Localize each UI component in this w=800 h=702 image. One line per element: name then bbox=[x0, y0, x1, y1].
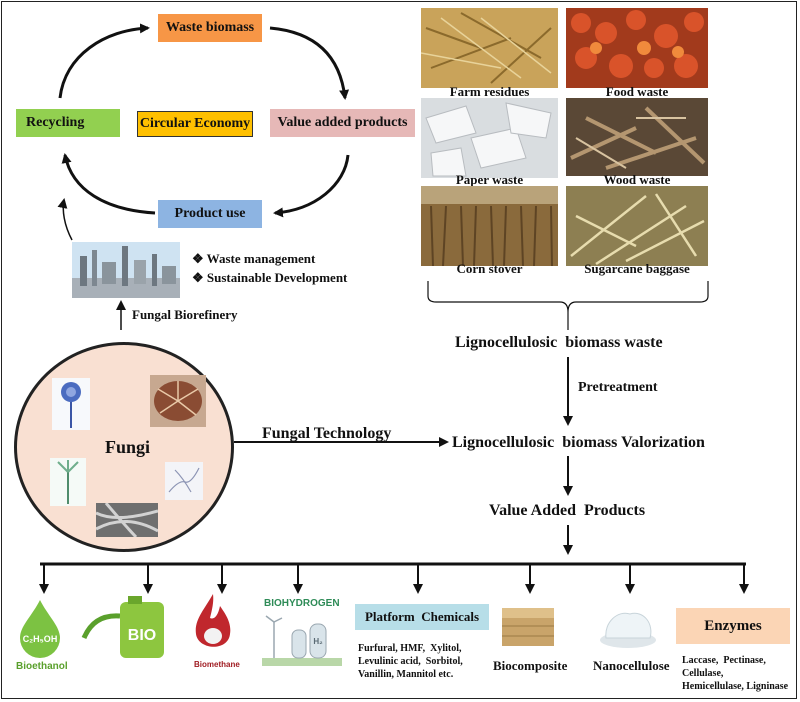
cycle-arrow-products-to-use bbox=[273, 154, 350, 218]
platform-chemicals-list: Furfural, HMF, Xylitol, Levulinic acid, … bbox=[358, 643, 463, 680]
refinery-image bbox=[72, 242, 180, 298]
biomethane-icon bbox=[190, 592, 236, 658]
svg-text:C₂H₅OH: C₂H₅OH bbox=[23, 634, 58, 644]
circular-economy-box: Circular Economy bbox=[137, 111, 253, 137]
farm-residues-image bbox=[421, 8, 558, 88]
biocomposite-label: Biocomposite bbox=[493, 658, 568, 673]
value-added-products-box: Value added products bbox=[270, 109, 415, 137]
wood-waste-caption: Wood waste bbox=[603, 172, 671, 187]
bioethanol-icon: C₂H₅OH bbox=[14, 598, 66, 658]
cycle-arrow-recycling-to-waste bbox=[58, 23, 150, 99]
bioethanol-label: Bioethanol bbox=[16, 661, 68, 672]
bullet-waste-management: ❖ Waste management bbox=[192, 251, 316, 266]
platform-chemicals-box: Platform Chemicals bbox=[355, 604, 489, 630]
enzymes-box: Enzymes bbox=[676, 608, 790, 644]
arrow-refinery-to-cycle bbox=[57, 198, 73, 241]
valorization-label: Lignocellulosic biomass Valorization bbox=[452, 434, 705, 451]
bullet-sustainable-development: ❖ Sustainable Development bbox=[192, 270, 348, 285]
food-waste-caption: Food waste bbox=[605, 84, 669, 99]
value-added-products-label: Value Added Products bbox=[489, 502, 646, 519]
paper-waste-image bbox=[421, 98, 558, 178]
cycle-arrow-use-to-recycling bbox=[61, 153, 156, 215]
biodiesel-pump-icon: BIO bbox=[80, 594, 170, 662]
product-use-box: Product use bbox=[158, 200, 262, 228]
enzymes-list: Laccase, Pectinase, Cellulase, Hemicellu… bbox=[682, 655, 789, 692]
fungi-label: Fungi bbox=[105, 437, 151, 457]
corn-stover-caption: Corn stover bbox=[456, 261, 523, 276]
biomethane-label: Biomethane bbox=[194, 660, 240, 669]
fungus-image-blue bbox=[52, 378, 90, 430]
sugarcane-baggase-image bbox=[566, 186, 708, 266]
fungus-image-green bbox=[50, 458, 86, 506]
farm-residues-caption: Farm residues bbox=[449, 84, 530, 99]
biohydrogen-label: BIOHYDROGEN bbox=[264, 598, 340, 609]
fungal-technology-label: Fungal Technology bbox=[262, 425, 392, 442]
cycle-arrow-waste-to-products bbox=[269, 26, 350, 100]
recycling-box: Recycling bbox=[16, 109, 120, 137]
sugarcane-baggase-caption: Sugarcane baggase bbox=[584, 261, 690, 276]
lignocellulosic-waste-label: Lignocellulosic biomass waste bbox=[455, 334, 663, 351]
biocomposite-image bbox=[496, 596, 560, 654]
waste-brace bbox=[427, 281, 709, 313]
h2-label: H₂ bbox=[313, 637, 323, 646]
pretreatment-label: Pretreatment bbox=[578, 380, 658, 395]
fungus-image-sem bbox=[96, 503, 158, 537]
fungus-image-mushroom bbox=[150, 375, 206, 427]
corn-stover-image bbox=[421, 186, 558, 266]
nanocellulose-label: Nanocellulose bbox=[593, 658, 670, 673]
food-waste-image bbox=[566, 8, 708, 88]
nanocellulose-image bbox=[596, 602, 660, 652]
fungal-biorefinery-label: Fungal Biorefinery bbox=[132, 307, 238, 322]
fungus-image-hyphae bbox=[165, 462, 203, 500]
wood-waste-image bbox=[566, 98, 708, 176]
paper-waste-caption: Paper waste bbox=[455, 172, 524, 187]
bio-label: BIO bbox=[128, 627, 156, 644]
biohydrogen-plant-icon: H₂ bbox=[262, 612, 342, 666]
waste-biomass-box: Waste biomass bbox=[158, 14, 262, 42]
